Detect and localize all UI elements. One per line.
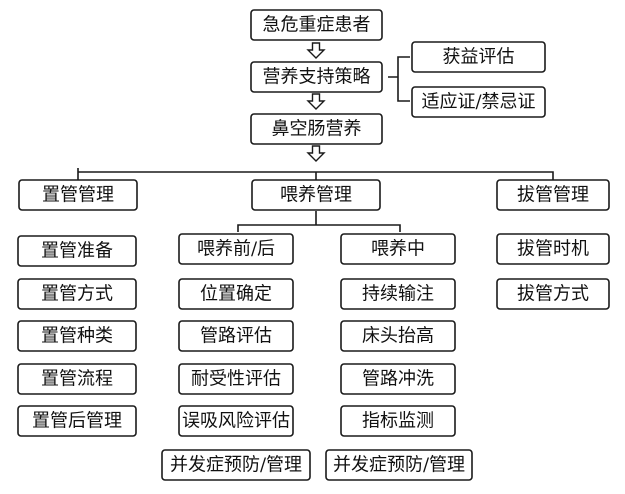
placement-item-label: 置管方式 [41,284,113,305]
node-indication-label: 适应证/禁忌证 [421,92,535,113]
feeding-during-title: 喂养中 [340,233,456,265]
feeding-during-item: 指标监测 [340,405,456,437]
removal-item-label: 拔管方式 [517,284,589,305]
node-indication: 适应证/禁忌证 [411,86,546,118]
feeding-during-item-label: 并发症预防/管理 [333,455,465,476]
feeding-during-item: 管路冲洗 [340,363,456,395]
connectors [77,56,554,232]
feeding-before-after-item: 误吸风险评估 [178,405,294,437]
strategy-bracket [388,56,410,102]
feeding-before-after-item-label: 并发症预防/管理 [170,455,302,476]
removal-item-label: 拔管时机 [517,239,589,260]
placement-item: 置管种类 [17,320,137,352]
down-arrow-icon [307,42,325,59]
placement-item-label: 置管准备 [41,241,113,262]
feeding-during-item: 持续输注 [340,278,456,310]
placement-item: 置管方式 [17,278,137,310]
feeding-during-title-label: 喂养中 [371,239,425,260]
down-arrow-icon [307,145,325,162]
placement-item: 置管流程 [17,363,137,395]
placement-item: 置管后管理 [17,405,137,437]
feeding-during-item-label: 指标监测 [362,411,434,432]
feeding-split-line [237,211,401,232]
node-feeding-title: 喂养管理 [251,179,381,211]
branch-line [77,168,554,180]
placement-item-label: 置管种类 [41,326,113,347]
node-strategy: 营养支持策略 [250,61,383,93]
placement-item: 置管准备 [17,235,137,267]
feeding-during-item: 并发症预防/管理 [325,449,473,481]
feeding-before-after-item-label: 耐受性评估 [191,369,281,390]
node-benefit-label: 获益评估 [443,47,515,68]
node-removal-title: 拔管管理 [496,179,610,211]
feeding-during-item-label: 床头抬高 [362,326,434,347]
feeding-before-after-item: 位置确定 [178,278,294,310]
removal-title-label: 拔管管理 [517,185,589,206]
feeding-during-item-label: 持续输注 [362,284,434,305]
feeding-before-after-item: 管路评估 [178,320,294,352]
feeding-before-after-item: 并发症预防/管理 [161,449,311,481]
feeding-before-after-item: 耐受性评估 [178,363,294,395]
feeding-during-item-label: 管路冲洗 [362,369,434,390]
down-arrow-icon [307,93,325,110]
removal-item: 拔管时机 [496,233,610,265]
feeding-during-item: 床头抬高 [340,320,456,352]
node-benefit: 获益评估 [411,41,546,73]
removal-item: 拔管方式 [496,278,610,310]
node-root: 急危重症患者 [250,9,383,41]
feeding-title-label: 喂养管理 [280,185,352,206]
node-nasal-label: 鼻空肠营养 [272,119,362,140]
node-strategy-label: 营养支持策略 [263,67,371,88]
node-nasal: 鼻空肠营养 [250,113,383,145]
node-root-label: 急危重症患者 [263,15,371,36]
node-placement-title: 置管管理 [18,179,138,211]
placement-title-label: 置管管理 [42,185,114,206]
feeding-before-after-title: 喂养前/后 [178,233,294,265]
feeding-before-after-title-label: 喂养前/后 [197,239,275,260]
placement-item-label: 置管流程 [41,369,113,390]
feeding-before-after-item-label: 误吸风险评估 [182,411,290,432]
placement-item-label: 置管后管理 [32,411,122,432]
feeding-before-after-item-label: 管路评估 [200,326,272,347]
feeding-before-after-item-label: 位置确定 [200,284,272,305]
